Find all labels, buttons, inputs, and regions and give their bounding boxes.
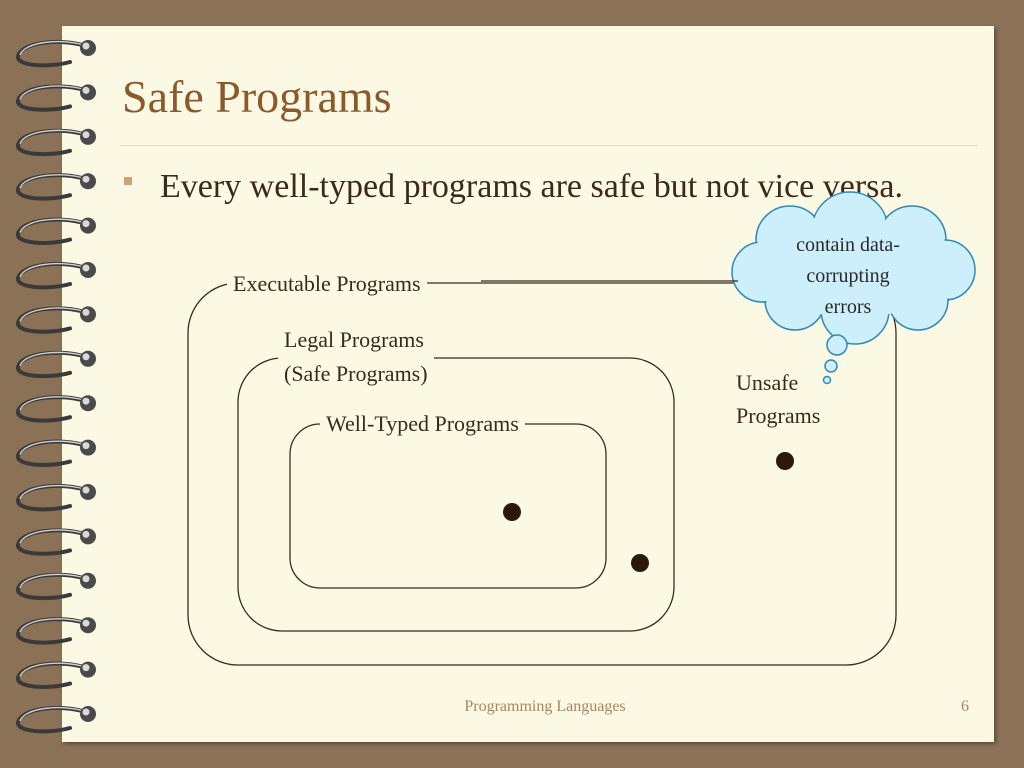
slide-footer: Programming Languages bbox=[340, 698, 750, 716]
callout-text-line3: errors bbox=[766, 292, 930, 323]
legal-programs-label: Legal Programs (Safe Programs) bbox=[278, 323, 434, 391]
legal-programs-label-line1: Legal Programs bbox=[284, 323, 428, 357]
callout-text-line2: corrupting bbox=[766, 261, 930, 292]
unsafe-programs-label: Unsafe Programs bbox=[736, 366, 820, 432]
callout-text: contain data- corrupting errors bbox=[766, 230, 930, 323]
legal-programs-label-line2: (Safe Programs) bbox=[284, 357, 428, 391]
legal-program-dot bbox=[631, 554, 649, 572]
well-typed-programs-region bbox=[290, 424, 606, 588]
page-number: 6 bbox=[950, 698, 980, 716]
unsafe-programs-label-line2: Programs bbox=[736, 399, 820, 432]
unsafe-program-dot bbox=[776, 452, 794, 470]
legal-programs-region bbox=[238, 358, 674, 631]
executable-programs-label: Executable Programs bbox=[227, 268, 427, 300]
well-typed-program-dot bbox=[503, 503, 521, 521]
unsafe-programs-label-line1: Unsafe bbox=[736, 366, 820, 399]
well-typed-programs-label: Well-Typed Programs bbox=[320, 408, 525, 440]
callout-text-line1: contain data- bbox=[766, 230, 930, 261]
